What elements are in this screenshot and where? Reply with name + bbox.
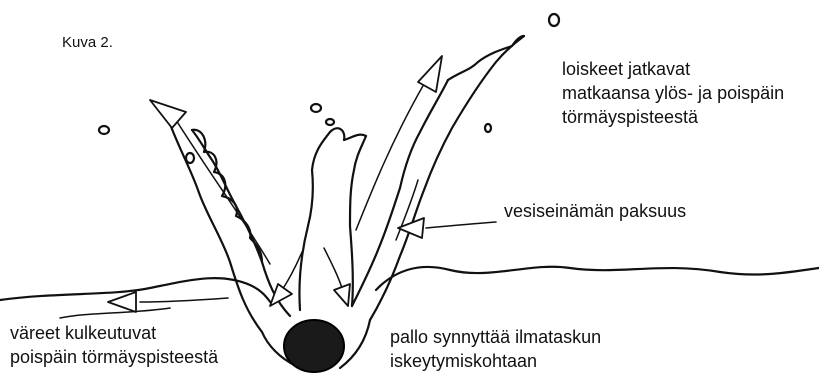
splash-center-top	[330, 128, 366, 140]
splash-fringe-left	[192, 130, 262, 262]
label-wall-thickness: vesiseinämän paksuus	[504, 200, 686, 222]
arrow-cavity-right-shaft	[324, 248, 342, 288]
droplet	[485, 124, 491, 132]
label-ball-line2: iskeytymiskohtaan	[390, 350, 537, 372]
ripple-line-left	[60, 308, 170, 318]
label-ripples-line2: poispäin törmäyspisteestä	[10, 346, 218, 368]
label-ball-line1: pallo synnyttää ilmataskun	[390, 326, 601, 348]
splash-center-left	[299, 132, 330, 310]
arrow-wall-head	[398, 218, 424, 238]
ball	[284, 320, 344, 372]
arrow-ripples-head	[108, 292, 136, 312]
arrow-cavity-left-head	[270, 284, 292, 306]
droplet	[549, 14, 559, 26]
water-surface-right	[376, 267, 819, 290]
droplet	[326, 119, 334, 125]
splash-wall-left-inner	[192, 130, 290, 316]
droplet	[99, 126, 109, 134]
arrow-wall-shaft	[426, 222, 496, 228]
arrow-splash-right-shaft	[356, 84, 424, 230]
label-splashes-line2: matkaansa ylös- ja poispäin	[562, 82, 784, 104]
label-splashes-line3: törmäyspisteestä	[562, 106, 698, 128]
arrow-cavity-right-head	[334, 284, 350, 306]
arrow-splash-left-head	[150, 100, 186, 128]
arrow-splash-right-head	[418, 56, 442, 92]
droplet	[311, 104, 321, 112]
droplet	[186, 153, 194, 163]
arrow-ripples-shaft	[140, 298, 228, 302]
label-splashes-line1: loiskeet jatkavat	[562, 58, 690, 80]
label-ripples-line1: väreet kulkeutuvat	[10, 322, 156, 344]
